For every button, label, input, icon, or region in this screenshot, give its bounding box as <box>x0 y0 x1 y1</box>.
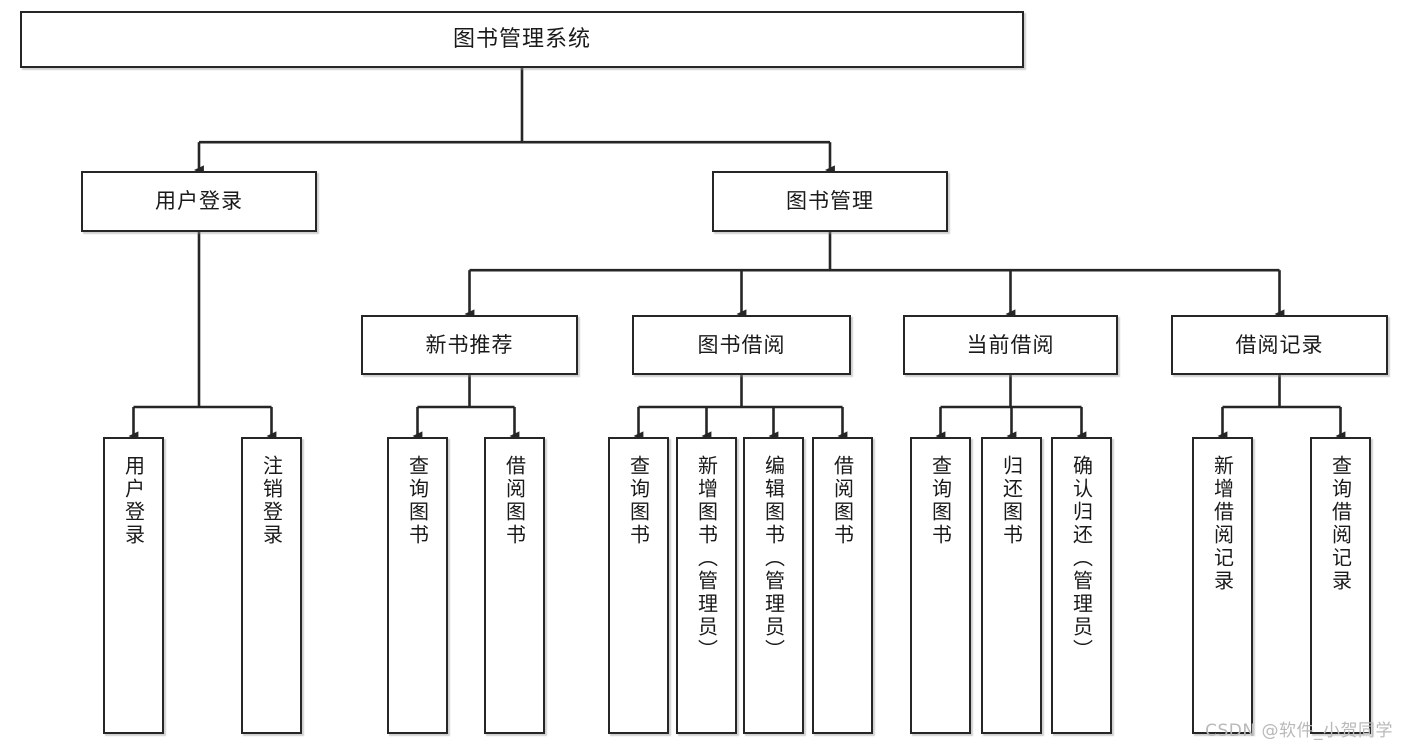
node-label-leaf-user-login: 用户登录 <box>121 455 146 547</box>
node-label-leaf-add-record: 新增借阅记录 <box>1210 455 1235 593</box>
node-label-root: 图书管理系统 <box>452 26 591 52</box>
node-leaf-add-record[interactable]: 新增借阅记录 <box>1192 437 1253 734</box>
node-leaf-query-book-3[interactable]: 查询图书 <box>910 437 971 734</box>
node-leaf-return-book[interactable]: 归还图书 <box>981 437 1042 734</box>
node-root[interactable]: 图书管理系统 <box>20 11 1024 68</box>
node-label-leaf-query-record: 查询借阅记录 <box>1328 455 1353 593</box>
node-label-user-login: 用户登录 <box>155 189 243 214</box>
node-label-leaf-user-logout: 注销登录 <box>259 455 284 547</box>
node-leaf-add-book[interactable]: 新增图书（管理员） <box>676 437 737 734</box>
node-leaf-query-record[interactable]: 查询借阅记录 <box>1310 437 1371 734</box>
node-label-leaf-query-book-3: 查询图书 <box>928 455 953 547</box>
node-current-borrow[interactable]: 当前借阅 <box>903 315 1118 375</box>
node-leaf-confirm-return[interactable]: 确认归还（管理员） <box>1051 437 1112 734</box>
node-leaf-edit-book[interactable]: 编辑图书（管理员） <box>743 437 804 734</box>
node-label-book-manage: 图书管理 <box>786 189 874 214</box>
csdn-watermark: CSDN @软件_小贺同学 <box>1205 721 1393 741</box>
node-label-leaf-borrow-book-1: 借阅图书 <box>502 455 527 547</box>
node-label-leaf-query-book-1: 查询图书 <box>405 455 430 547</box>
node-label-leaf-borrow-book-2: 借阅图书 <box>830 455 855 547</box>
node-leaf-query-book-2[interactable]: 查询图书 <box>608 437 669 734</box>
node-leaf-user-logout[interactable]: 注销登录 <box>241 437 302 734</box>
node-label-leaf-edit-book: 编辑图书（管理员） <box>761 455 786 662</box>
node-label-leaf-confirm-return: 确认归还（管理员） <box>1069 455 1094 662</box>
node-book-borrow[interactable]: 图书借阅 <box>632 315 851 375</box>
node-label-new-book-recommend: 新书推荐 <box>425 332 514 357</box>
node-label-leaf-add-book: 新增图书（管理员） <box>694 455 719 662</box>
node-label-leaf-return-book: 归还图书 <box>999 455 1024 547</box>
node-user-login[interactable]: 用户登录 <box>81 171 317 232</box>
node-label-book-borrow: 图书借阅 <box>697 332 786 357</box>
node-book-manage[interactable]: 图书管理 <box>712 171 948 232</box>
node-leaf-query-book-1[interactable]: 查询图书 <box>387 437 448 734</box>
node-label-borrow-record: 借阅记录 <box>1235 332 1324 357</box>
node-leaf-borrow-book-2[interactable]: 借阅图书 <box>812 437 873 734</box>
node-leaf-borrow-book-1[interactable]: 借阅图书 <box>484 437 545 734</box>
node-label-current-borrow: 当前借阅 <box>966 332 1055 357</box>
node-borrow-record[interactable]: 借阅记录 <box>1171 315 1388 375</box>
node-label-leaf-query-book-2: 查询图书 <box>626 455 651 547</box>
node-new-book-recommend[interactable]: 新书推荐 <box>361 315 578 375</box>
node-leaf-user-login[interactable]: 用户登录 <box>103 437 164 734</box>
